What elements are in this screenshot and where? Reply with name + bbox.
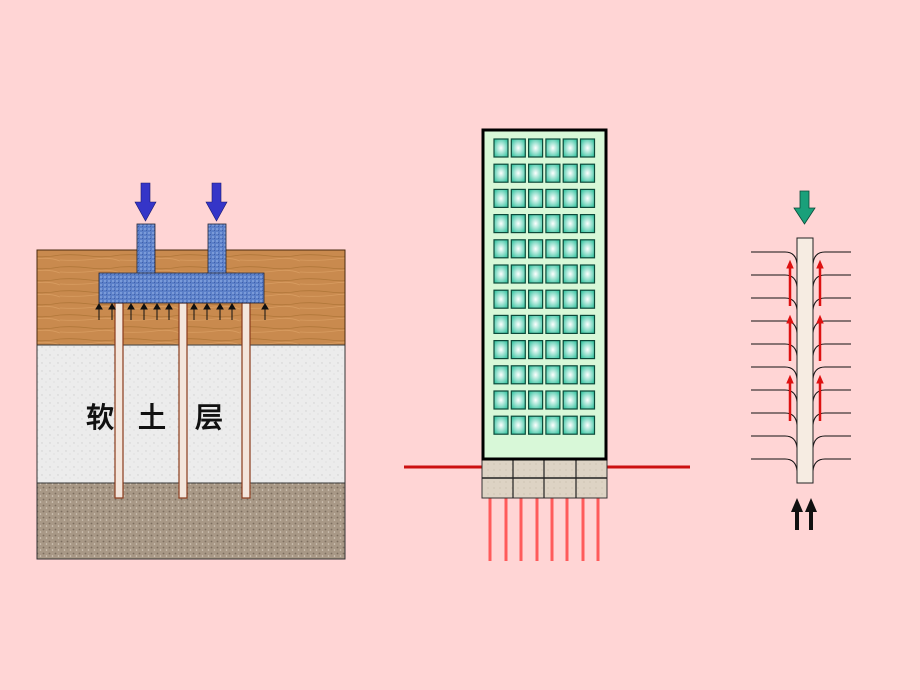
load-arrow-icon [134, 182, 228, 222]
right-single-pile-figure [751, 190, 851, 530]
soft-soil-label-2: 土 [138, 401, 167, 434]
top-load-arrow-icon [793, 190, 816, 225]
single-pile [796, 237, 814, 484]
building-windows [493, 138, 596, 435]
column-right [207, 223, 227, 275]
middle-building-figure [404, 128, 690, 561]
negative-friction-arrows [786, 259, 824, 421]
raft-foundation [481, 459, 608, 499]
pile-cap [98, 272, 265, 304]
soft-soil-label-3: 层 [195, 401, 224, 434]
bearing-layer [36, 482, 346, 560]
soft-soil-label-1: 软 [86, 401, 115, 434]
building-piles [488, 498, 600, 561]
column-left [136, 223, 156, 275]
tip-resistance-arrow-icon [791, 498, 817, 530]
soft-soil-layer [36, 344, 346, 484]
reaction-arrows [95, 303, 269, 320]
left-pile-foundation-figure [36, 182, 346, 560]
